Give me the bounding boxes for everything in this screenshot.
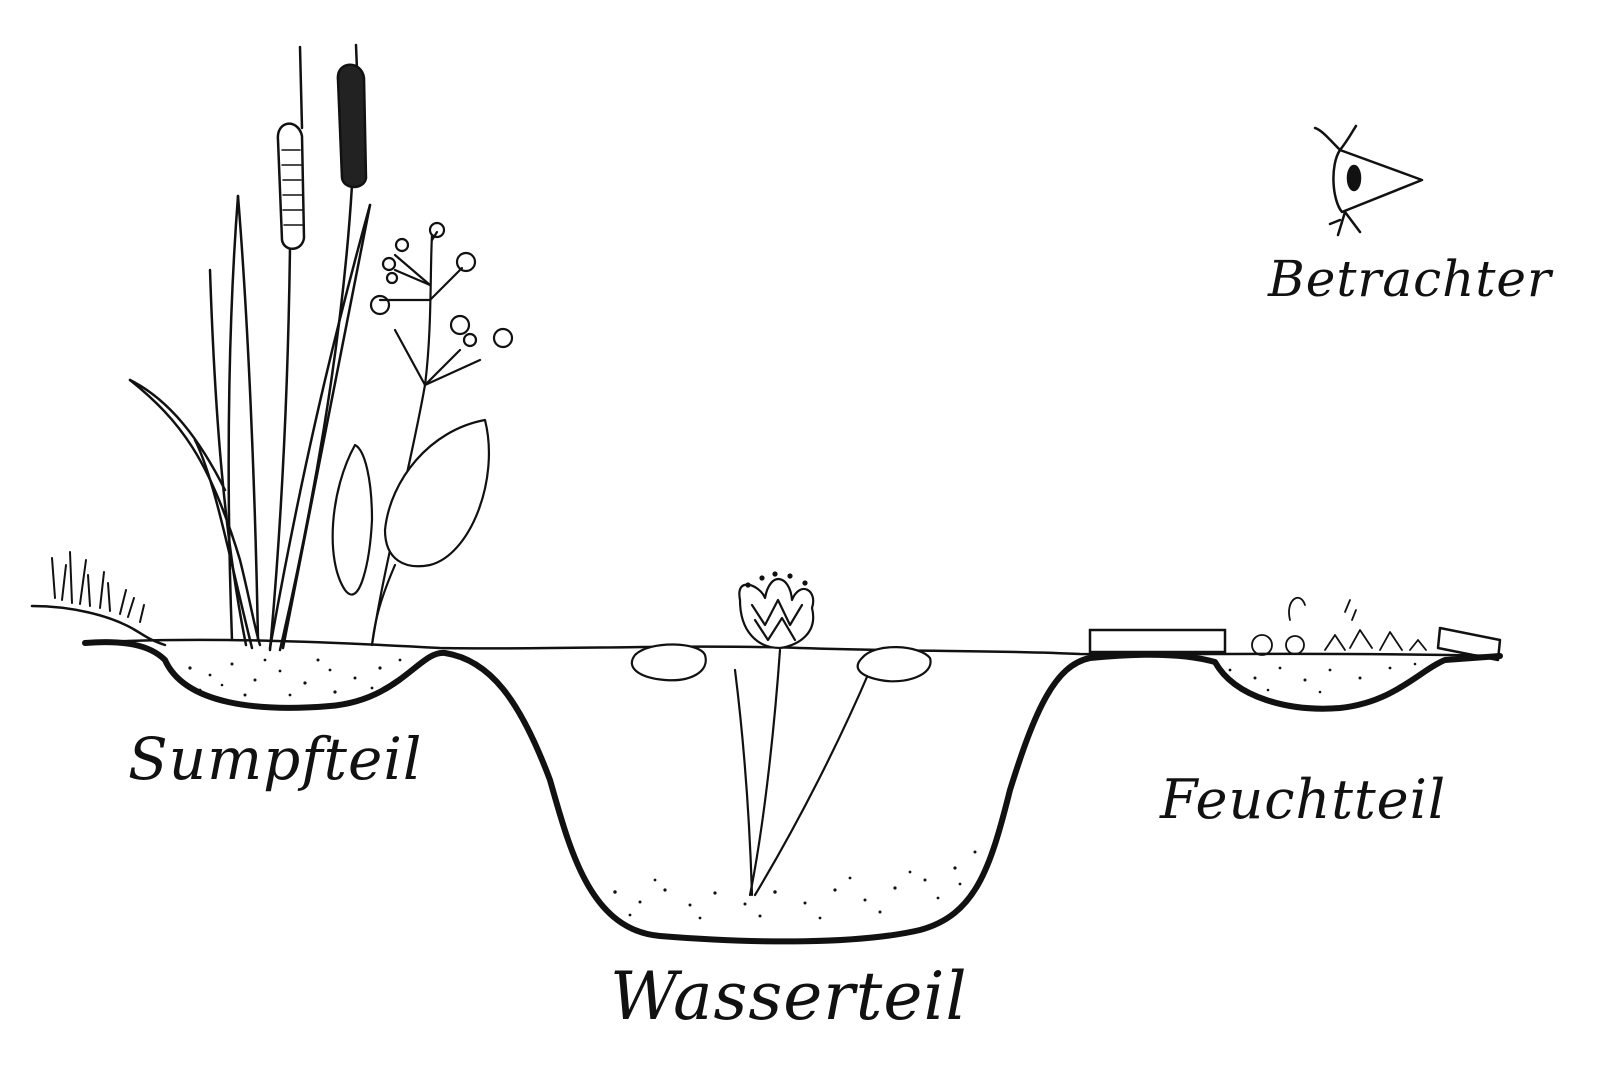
water-sediment	[613, 850, 977, 920]
wet-sediment	[1228, 662, 1417, 694]
moss-icon	[1251, 596, 1427, 656]
viewer-label: Betrachter	[1268, 250, 1552, 308]
eye-icon	[1313, 124, 1424, 237]
swamp-sediment	[188, 658, 402, 697]
water-zone-label: Wasserteil	[610, 958, 968, 1035]
flowering-rush-icon	[331, 221, 514, 647]
cattail-icon	[128, 43, 372, 652]
ground-profile	[82, 639, 1503, 945]
bank-grass	[51, 551, 145, 623]
wet-zone-label: Feuchtteil	[1160, 768, 1447, 831]
left-bank	[30, 604, 167, 647]
swamp-zone-label: Sumpfteil	[128, 725, 423, 793]
stepping-slab-left	[1088, 628, 1227, 654]
stepping-slab-right	[1436, 626, 1502, 662]
water-lily-icon	[630, 571, 932, 897]
water-surface-line	[83, 638, 1502, 658]
